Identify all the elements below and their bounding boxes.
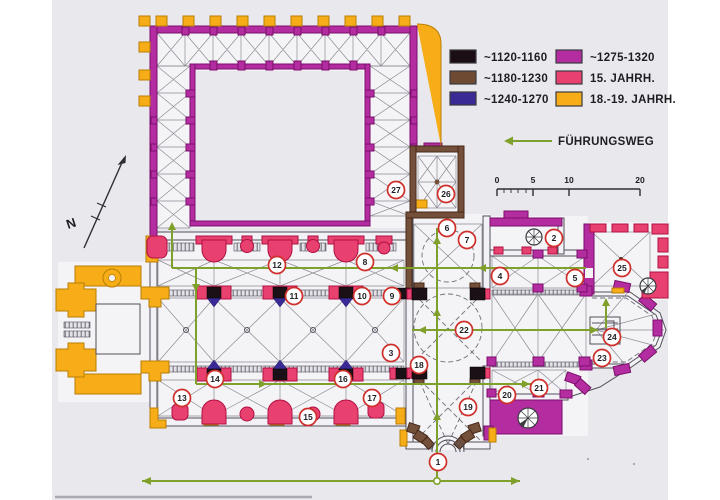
orange-parts (55, 15, 625, 447)
legend-swatch (555, 91, 583, 107)
legend-swatch (449, 70, 477, 85)
legend: ~1120-1160 ~1180-1230 ~1240-1270 ~1275-1… (449, 49, 676, 148)
svg-text:14: 14 (210, 374, 220, 384)
scale-tick-label: 10 (564, 175, 574, 185)
svg-text:26: 26 (441, 189, 451, 199)
legend-item-label: ~1180-1230 (484, 73, 548, 85)
legend-item: ~1275-1320 (555, 49, 655, 64)
tour-stop-marker[interactable]: 12 (267, 255, 287, 275)
legend-swatch (555, 49, 583, 64)
legend-route: FÜHRUNGSWEG (504, 135, 654, 148)
svg-text:13: 13 (177, 393, 187, 403)
legend-item-label: ~1240-1270 (484, 94, 549, 106)
svg-text:11: 11 (290, 291, 299, 301)
tour-stop-marker[interactable]: 10 (352, 286, 372, 306)
north-label: N (64, 215, 78, 232)
legend-item-label: 15. JAHRH. (590, 73, 655, 85)
tour-stop-marker[interactable]: 2 (544, 228, 564, 248)
tour-stop-marker[interactable]: 22 (454, 320, 474, 340)
svg-text:8: 8 (363, 257, 368, 267)
tour-path (142, 222, 610, 485)
svg-text:7: 7 (465, 235, 470, 245)
pink-chapels (146, 235, 393, 425)
svg-text:12: 12 (272, 260, 282, 270)
tour-stop-marker[interactable]: 20 (497, 385, 517, 405)
tour-stop-marker[interactable]: 26 (436, 184, 456, 204)
legend-swatch (449, 91, 477, 106)
small-piers (150, 26, 591, 398)
svg-text:2: 2 (552, 233, 557, 243)
svg-text:15: 15 (303, 412, 313, 422)
tour-stop-marker[interactable]: 18 (409, 355, 429, 375)
page-margin-right (668, 0, 720, 500)
scale-tick-label: 20 (635, 175, 645, 185)
svg-text:10: 10 (357, 291, 367, 301)
svg-text:25: 25 (617, 263, 627, 273)
legend-swatch (555, 70, 583, 85)
legend-item: 15. JAHRH. (555, 70, 655, 85)
svg-text:5: 5 (573, 273, 578, 283)
tour-stop-marker[interactable]: 17 (362, 388, 382, 408)
legend-item-label: ~1120-1160 (484, 52, 547, 64)
svg-text:9: 9 (390, 291, 395, 301)
scale-tick-label: 0 (495, 175, 500, 185)
svg-text:6: 6 (445, 223, 450, 233)
tour-stop-marker[interactable]: 27 (386, 180, 406, 200)
legend-item: ~1180-1230 (449, 70, 548, 85)
tour-stop-marker[interactable]: 13 (172, 388, 192, 408)
tour-stop-marker[interactable]: 4 (490, 266, 510, 286)
scale-bar: 0 5 10 20 (495, 175, 645, 196)
tour-stop-marker[interactable]: 11 (284, 286, 304, 306)
svg-text:18: 18 (414, 360, 424, 370)
tour-stop-marker[interactable]: 1 (428, 452, 448, 472)
legend-item-label: ~1275-1320 (590, 52, 655, 64)
tour-stop-marker[interactable]: 19 (458, 397, 478, 417)
tour-stop-marker[interactable]: 9 (382, 286, 402, 306)
tour-stop-marker[interactable]: 6 (437, 218, 457, 238)
tour-stop-marker[interactable]: 7 (457, 230, 477, 250)
svg-text:24: 24 (607, 332, 617, 342)
svg-text:27: 27 (391, 185, 401, 195)
tour-stop-marker[interactable]: 15 (298, 407, 318, 427)
svg-text:21: 21 (534, 383, 544, 393)
tour-stop-marker[interactable]: 3 (381, 343, 401, 363)
north-arrow-icon: N (64, 155, 126, 249)
page-margin-left (0, 0, 52, 500)
route-label: FÜHRUNGSWEG (558, 135, 654, 148)
tour-stop-marker[interactable]: 25 (612, 258, 632, 278)
tour-stop-marker[interactable]: 14 (205, 369, 225, 389)
tour-stop-marker[interactable]: 8 (355, 252, 375, 272)
spiral-stairs (517, 228, 657, 429)
tour-stop-marker[interactable]: 23 (592, 348, 612, 368)
svg-text:4: 4 (498, 271, 503, 281)
scale-tick-label: 5 (531, 175, 536, 185)
brown-walls (405, 145, 482, 453)
svg-text:1: 1 (436, 457, 441, 467)
paper-speck (587, 458, 589, 460)
route-arrow-icon (504, 136, 513, 146)
tour-stop-marker[interactable]: 16 (333, 369, 353, 389)
svg-text:22: 22 (459, 325, 469, 335)
svg-text:19: 19 (463, 402, 473, 412)
svg-text:20: 20 (502, 390, 512, 400)
legend-item-label: 18.-19. JAHRH. (590, 94, 676, 106)
tour-stop-marker[interactable]: 5 (565, 268, 585, 288)
tour-stop-marker[interactable]: 24 (602, 327, 622, 347)
svg-text:17: 17 (367, 393, 377, 403)
legend-item: ~1240-1270 (449, 91, 549, 106)
svg-text:16: 16 (338, 374, 348, 384)
tour-stop-marker[interactable]: 21 (529, 378, 549, 398)
svg-text:23: 23 (597, 353, 607, 363)
paper-speck (633, 463, 635, 465)
legend-swatch (449, 49, 477, 64)
svg-text:3: 3 (389, 348, 394, 358)
legend-item: ~1120-1160 (449, 49, 547, 64)
legend-item: 18.-19. JAHRH. (555, 91, 676, 107)
